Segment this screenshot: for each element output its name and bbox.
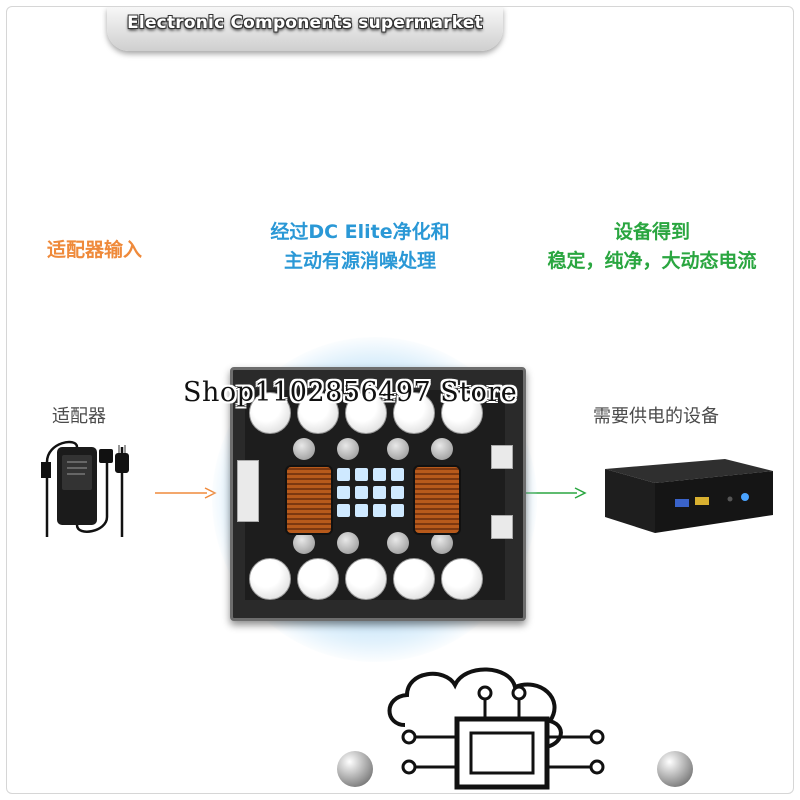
chip — [355, 504, 368, 517]
chip — [373, 468, 386, 481]
chip — [337, 486, 350, 499]
chip — [373, 504, 386, 517]
cloud-chip-logo — [387, 667, 605, 790]
inductor-coil — [285, 465, 333, 535]
processing-label-line2: 主动有源消噪处理 — [283, 250, 436, 272]
product-image-frame: Electronic Components supermarket 适配器输入 … — [6, 6, 794, 794]
capacitor — [345, 392, 387, 434]
inductor-coil — [413, 465, 461, 535]
capacitor — [441, 558, 483, 600]
result-label-line1: 设备得到 — [613, 221, 690, 243]
small-capacitor — [293, 438, 315, 460]
capacitor — [249, 558, 291, 600]
chip — [337, 468, 350, 481]
small-capacitor — [337, 532, 359, 554]
small-capacitor — [293, 532, 315, 554]
capacitor — [393, 392, 435, 434]
small-capacitor — [337, 438, 359, 460]
decorative-sphere — [657, 751, 693, 787]
mini-pc-icon — [605, 459, 773, 533]
store-banner-text: Electronic Components supermarket — [127, 13, 483, 33]
decorative-sphere — [337, 751, 373, 787]
processing-label-line1: 经过DC Elite净化和 — [270, 221, 450, 243]
capacitor — [297, 392, 339, 434]
input-arrow-icon — [155, 487, 217, 499]
chip — [391, 486, 404, 499]
adapter-label: 适配器 — [52, 406, 106, 427]
chip — [337, 504, 350, 517]
chip — [373, 486, 386, 499]
device-label: 需要供电的设备 — [593, 406, 719, 427]
power-adapter-icon — [41, 440, 129, 537]
result-label-line2: 稳定，纯净，大动态电流 — [547, 250, 757, 272]
pcb-surface — [237, 390, 513, 600]
output-connector — [491, 515, 513, 539]
small-capacitor — [431, 532, 453, 554]
capacitor — [441, 392, 483, 434]
chip — [391, 468, 404, 481]
capacitor — [249, 392, 291, 434]
small-capacitor — [387, 532, 409, 554]
small-capacitor — [431, 438, 453, 460]
chip — [391, 504, 404, 517]
chip — [355, 468, 368, 481]
store-watermark: Shop1102856497 Store — [183, 377, 518, 408]
adapter-input-label: 适配器输入 — [47, 239, 143, 261]
chip — [355, 486, 368, 499]
small-capacitor — [387, 438, 409, 460]
capacitor — [393, 558, 435, 600]
dc-elite-board — [230, 367, 526, 621]
capacitor — [297, 558, 339, 600]
output-connector — [491, 445, 513, 469]
store-banner: Electronic Components supermarket — [107, 7, 503, 51]
input-connector — [237, 460, 259, 522]
capacitor — [345, 558, 387, 600]
